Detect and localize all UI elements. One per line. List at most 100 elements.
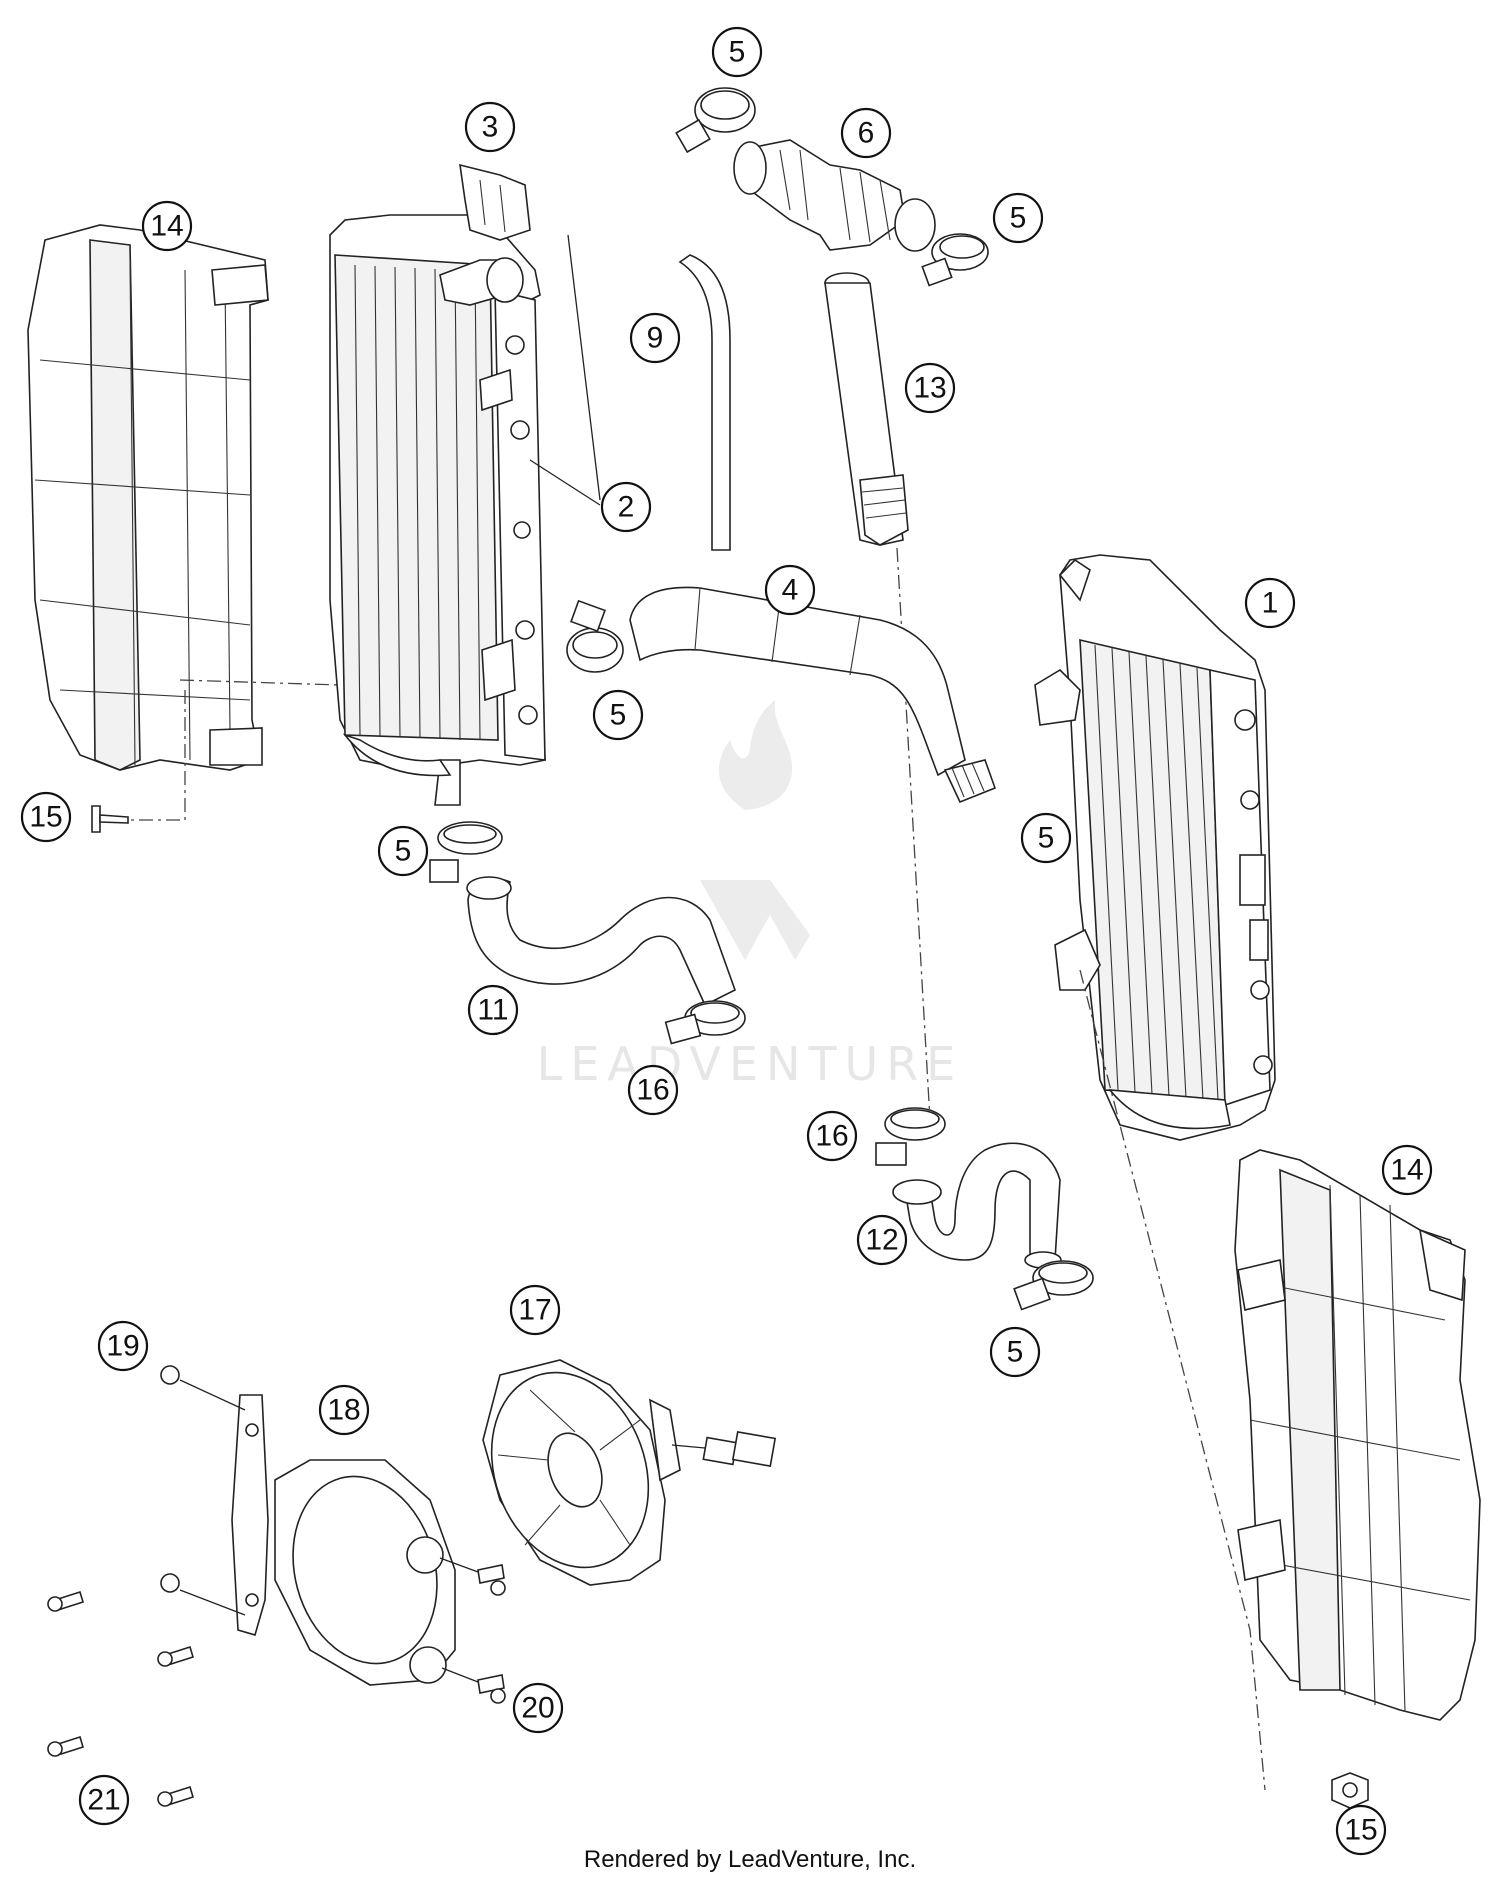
callout-circle bbox=[509, 1284, 561, 1336]
callout-circle bbox=[464, 101, 516, 153]
callout-circle bbox=[512, 1682, 564, 1734]
screw bbox=[160, 1365, 246, 1411]
callout-21: 21 bbox=[78, 1774, 130, 1826]
callout-5: 5 bbox=[992, 192, 1044, 244]
callout-circle bbox=[856, 1214, 908, 1266]
callout-circle bbox=[992, 192, 1044, 244]
callout-5: 5 bbox=[377, 825, 429, 877]
callout-number: 15 bbox=[1344, 1814, 1377, 1847]
hose-clamp bbox=[429, 821, 503, 883]
thermostat-housing bbox=[733, 139, 936, 252]
watermark-text: LEADVENTURE bbox=[537, 1037, 964, 1091]
callout-number: 5 bbox=[395, 835, 412, 868]
callout-circle bbox=[1381, 1144, 1433, 1196]
callout-number: 5 bbox=[729, 36, 746, 69]
callout-circle bbox=[377, 825, 429, 877]
callout-5: 5 bbox=[711, 26, 763, 78]
screw bbox=[91, 805, 129, 833]
radiator-right bbox=[1034, 554, 1276, 1141]
vent-hose bbox=[678, 254, 731, 551]
callout-circle bbox=[1244, 577, 1296, 629]
callout-number: 16 bbox=[815, 1120, 848, 1153]
callout-number: 17 bbox=[518, 1294, 551, 1327]
callout-number: 2 bbox=[618, 491, 635, 524]
assembly-line bbox=[1079, 969, 1266, 1791]
callout-number: 12 bbox=[865, 1224, 898, 1257]
screw bbox=[157, 1785, 194, 1807]
callout-circle bbox=[78, 1774, 130, 1826]
callout-circle bbox=[764, 564, 816, 616]
callout-number: 18 bbox=[327, 1394, 360, 1427]
callout-20: 20 bbox=[512, 1682, 564, 1734]
radiator-hose-upper bbox=[629, 586, 966, 777]
callout-11: 11 bbox=[467, 984, 519, 1036]
screw bbox=[157, 1645, 194, 1667]
watermark: LEADVENTURE bbox=[537, 700, 964, 1091]
callout-circle bbox=[711, 26, 763, 78]
callout-4: 4 bbox=[764, 564, 816, 616]
callout-circle bbox=[141, 200, 193, 252]
callout-5: 5 bbox=[989, 1326, 1041, 1378]
callout-2: 2 bbox=[600, 481, 652, 533]
callout-number: 5 bbox=[610, 699, 627, 732]
callout-number: 21 bbox=[87, 1784, 120, 1817]
callout-circle bbox=[1020, 812, 1072, 864]
hose-clamp bbox=[566, 599, 624, 673]
callout-number: 16 bbox=[636, 1074, 669, 1107]
callout-circle bbox=[989, 1326, 1041, 1378]
callout-circle bbox=[467, 984, 519, 1036]
callout-13: 13 bbox=[904, 362, 956, 414]
screw bbox=[441, 1667, 506, 1704]
callout-number: 15 bbox=[29, 801, 62, 834]
radiator-shroud-left bbox=[27, 224, 269, 771]
hose-clamp bbox=[1013, 1260, 1094, 1311]
callout-number: 5 bbox=[1007, 1336, 1024, 1369]
hose-clamp bbox=[875, 1107, 946, 1166]
cooling-fan bbox=[482, 1359, 777, 1586]
callout-12: 12 bbox=[856, 1214, 908, 1266]
callout-circle bbox=[629, 312, 681, 364]
callout-circle bbox=[840, 107, 892, 159]
radiator-shroud-right bbox=[1234, 1149, 1481, 1721]
nut bbox=[1331, 1772, 1369, 1809]
callout-number: 4 bbox=[782, 574, 799, 607]
hose-clamp bbox=[664, 1000, 746, 1045]
hose-clamp bbox=[675, 87, 756, 154]
radiator-left bbox=[329, 163, 546, 806]
callout-circle bbox=[592, 689, 644, 741]
callout-number: 6 bbox=[858, 117, 875, 150]
callout-16: 16 bbox=[627, 1064, 679, 1116]
callout-circle bbox=[97, 1320, 149, 1372]
callout-number: 9 bbox=[647, 322, 664, 355]
callout-number: 11 bbox=[477, 994, 508, 1027]
callout-16: 16 bbox=[806, 1110, 858, 1162]
callout-9: 9 bbox=[629, 312, 681, 364]
callout-6: 6 bbox=[840, 107, 892, 159]
callout-number: 3 bbox=[482, 111, 499, 144]
screw bbox=[47, 1735, 84, 1757]
callout-circle bbox=[318, 1384, 370, 1436]
screw bbox=[439, 1557, 506, 1596]
radiator-hose-left bbox=[466, 876, 736, 1007]
hose-clamp bbox=[921, 233, 989, 287]
fan-shroud bbox=[231, 1394, 456, 1686]
callout-number: 14 bbox=[1390, 1154, 1423, 1187]
callout-number: 13 bbox=[913, 372, 946, 405]
coolant-pipe bbox=[824, 272, 909, 546]
callout-number: 1 bbox=[1262, 587, 1279, 620]
callout-15: 15 bbox=[1335, 1804, 1387, 1856]
callout-14: 14 bbox=[141, 200, 193, 252]
leader-line bbox=[529, 234, 601, 506]
callout-number: 5 bbox=[1038, 822, 1055, 855]
radiator-hose-right bbox=[892, 1142, 1062, 1269]
assembly-line bbox=[110, 679, 501, 821]
callout-5: 5 bbox=[592, 689, 644, 741]
callout-5: 5 bbox=[1020, 812, 1072, 864]
callout-number: 19 bbox=[106, 1330, 139, 1363]
callout-1: 1 bbox=[1244, 577, 1296, 629]
callout-circle bbox=[904, 362, 956, 414]
callout-circle bbox=[600, 481, 652, 533]
callout-17: 17 bbox=[509, 1284, 561, 1336]
